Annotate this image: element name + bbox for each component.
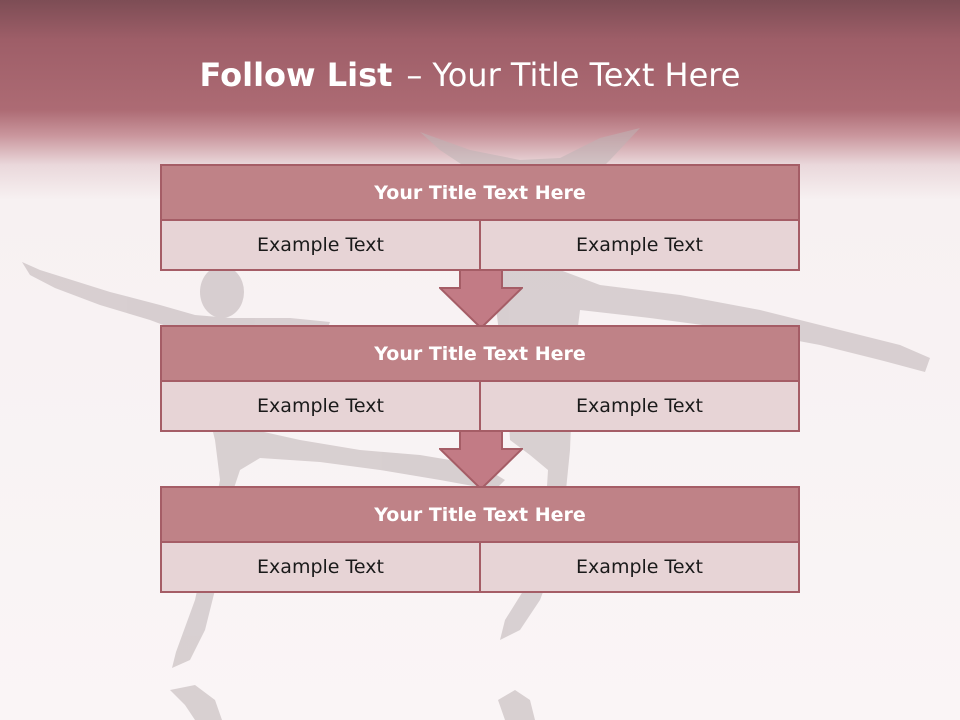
block-row: Example Text Example Text xyxy=(160,221,800,271)
block-title: Your Title Text Here xyxy=(160,325,800,382)
block-row: Example Text Example Text xyxy=(160,543,800,593)
list-block-1: Your Title Text Here Example Text Exampl… xyxy=(160,164,800,271)
slide-title: Follow List–Your Title Text Here xyxy=(0,52,940,98)
title-bold-part: Follow List xyxy=(199,56,393,94)
block-title: Your Title Text Here xyxy=(160,486,800,543)
block-cell-left: Example Text xyxy=(160,221,481,271)
list-block-3: Your Title Text Here Example Text Exampl… xyxy=(160,486,800,593)
block-row: Example Text Example Text xyxy=(160,382,800,432)
block-title: Your Title Text Here xyxy=(160,164,800,221)
block-cell-right: Example Text xyxy=(481,221,800,271)
block-cell-left: Example Text xyxy=(160,543,481,593)
block-cell-right: Example Text xyxy=(481,543,800,593)
title-separator: – xyxy=(406,56,423,94)
block-cell-right: Example Text xyxy=(481,382,800,432)
down-arrow-icon xyxy=(439,431,523,491)
list-block-2: Your Title Text Here Example Text Exampl… xyxy=(160,325,800,432)
block-cell-left: Example Text xyxy=(160,382,481,432)
down-arrow-icon xyxy=(439,270,523,330)
title-text: Your Title Text Here xyxy=(432,56,741,94)
